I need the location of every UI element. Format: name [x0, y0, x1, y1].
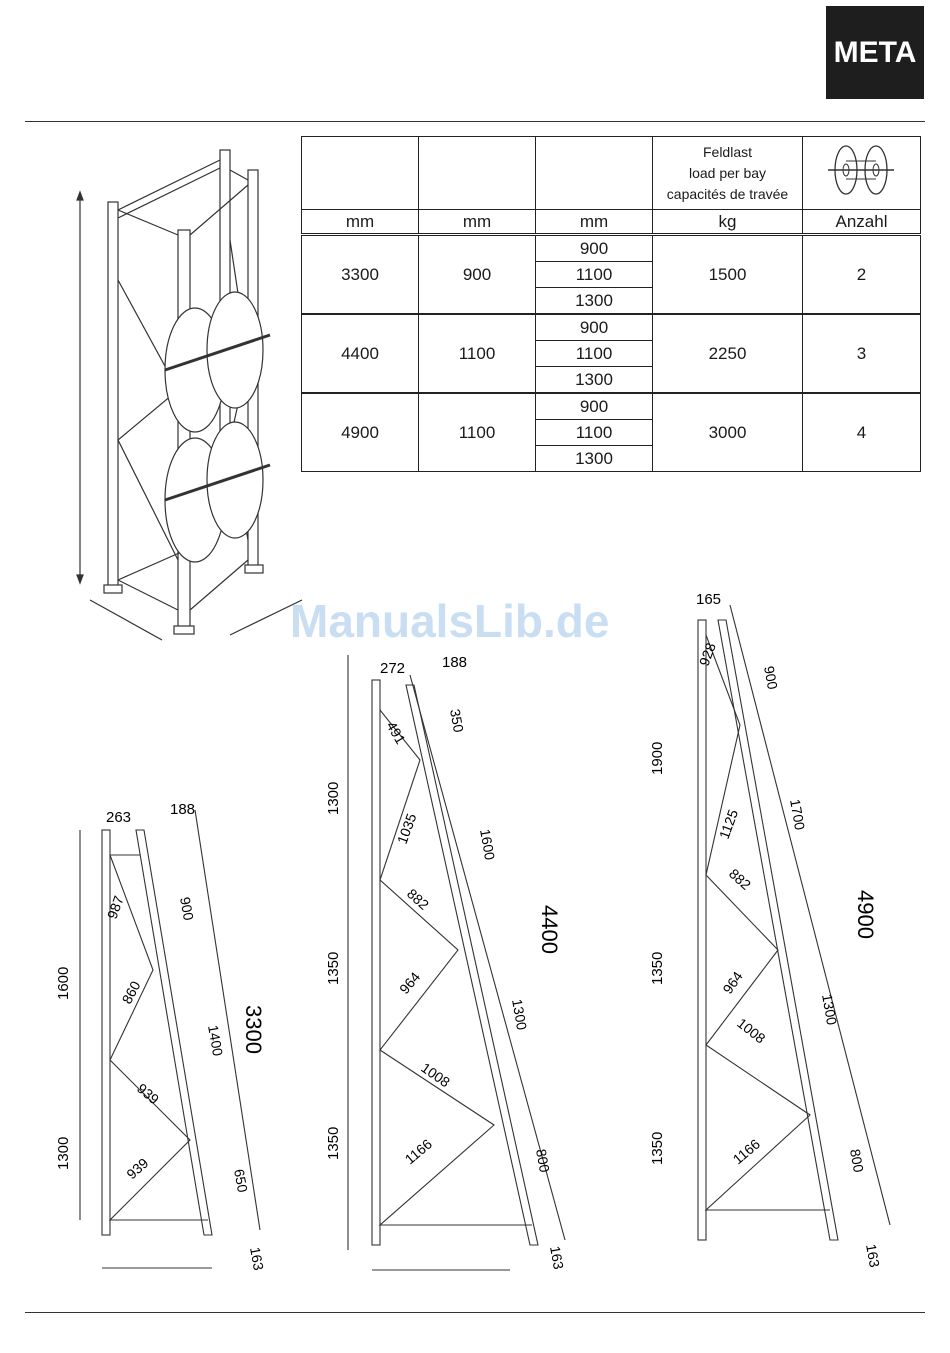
dim-total-height: 4900	[853, 890, 878, 939]
dim-left: 1350	[325, 952, 342, 985]
dim-foot: 163	[247, 1246, 267, 1272]
dim-right: 800	[533, 1148, 553, 1174]
dim-foot: 163	[863, 1243, 883, 1269]
table-row: 1300	[302, 366, 921, 394]
dim-left: 1350	[325, 1127, 342, 1160]
dim-brace: 987	[104, 893, 127, 921]
dim-left: 1350	[649, 1132, 666, 1165]
dim-brace: 882	[404, 885, 432, 913]
dim-left: 1900	[649, 742, 666, 775]
dim-top-depth: 263	[106, 809, 131, 826]
dim-right: 900	[761, 665, 781, 691]
bottom-rule	[25, 1312, 925, 1313]
dim-right: 800	[847, 1148, 867, 1174]
dim-brace: 939	[134, 1080, 162, 1107]
dim-right: 900	[177, 896, 197, 922]
dim-right: 1400	[205, 1024, 226, 1058]
table-row: 1100	[302, 261, 921, 288]
table-row: 4900 1100 900 3000 4	[301, 392, 921, 472]
dim-brace: 1166	[402, 1136, 436, 1168]
dim-top-gap: 350	[447, 708, 467, 734]
table-row: 3300 900 900 1500 2	[301, 234, 921, 315]
top-rule	[25, 121, 925, 122]
table-row: 1300	[302, 445, 921, 472]
table-row: 1100	[302, 419, 921, 446]
dim-brace: 939	[123, 1155, 151, 1183]
spec-table: Feldlast load per bay capacités de travé…	[301, 136, 921, 472]
dim-brace: 491	[383, 719, 409, 747]
dim-right: 1700	[787, 798, 808, 832]
dim-top-offset: 188	[442, 654, 467, 671]
dim-left: 1300	[55, 1137, 72, 1170]
dim-foot: 163	[547, 1245, 567, 1271]
rack-illustration	[76, 149, 303, 641]
frame-4400-drawing: 272 188 350 4400 1300 1350 1350 491 1035…	[325, 654, 567, 1271]
units-row: mm mm mm kg Anzahl	[301, 209, 921, 236]
dim-right: 1600	[477, 828, 498, 862]
table-header-row: Feldlast load per bay capacités de travé…	[301, 136, 921, 210]
dim-right: 1300	[819, 993, 840, 1027]
dim-brace: 1125	[716, 807, 741, 841]
load-header: Feldlast load per bay capacités de travé…	[652, 136, 803, 210]
table-row: 1300	[302, 287, 921, 315]
dim-brace: 1035	[394, 811, 420, 846]
dim-left: 1350	[649, 952, 666, 985]
dim-total-height: 4400	[537, 905, 562, 954]
dim-brace: 964	[719, 968, 746, 996]
dim-top-depth: 272	[380, 660, 405, 677]
watermark: ManualsLib.de	[290, 595, 610, 647]
frame-3300-drawing: 263 188 3300 1600 1300 987 860 939 939 9…	[55, 801, 267, 1272]
dim-brace: 860	[119, 978, 144, 1006]
dim-right: 650	[231, 1168, 251, 1194]
dim-brace: 964	[396, 969, 423, 997]
cable-reel-icon	[802, 136, 921, 210]
dim-right: 1300	[509, 998, 530, 1032]
dim-total-height: 3300	[241, 1005, 266, 1054]
dim-left: 1600	[55, 967, 72, 1000]
frame-4900-drawing: 165 4900 1900 1350 1350 928 1125 882 964…	[649, 591, 891, 1269]
dim-top-depth: 165	[696, 591, 721, 608]
table-row: 4400 1100 900 2250 3	[301, 313, 921, 394]
dim-left: 1300	[325, 782, 342, 815]
dim-brace: 1008	[734, 1015, 769, 1047]
dim-brace: 882	[726, 865, 754, 893]
table-row: 1100	[302, 340, 921, 367]
dim-brace: 928	[696, 640, 719, 668]
dim-top-offset: 188	[170, 801, 195, 818]
dim-brace: 1008	[418, 1059, 453, 1090]
meta-logo: META	[826, 6, 924, 99]
